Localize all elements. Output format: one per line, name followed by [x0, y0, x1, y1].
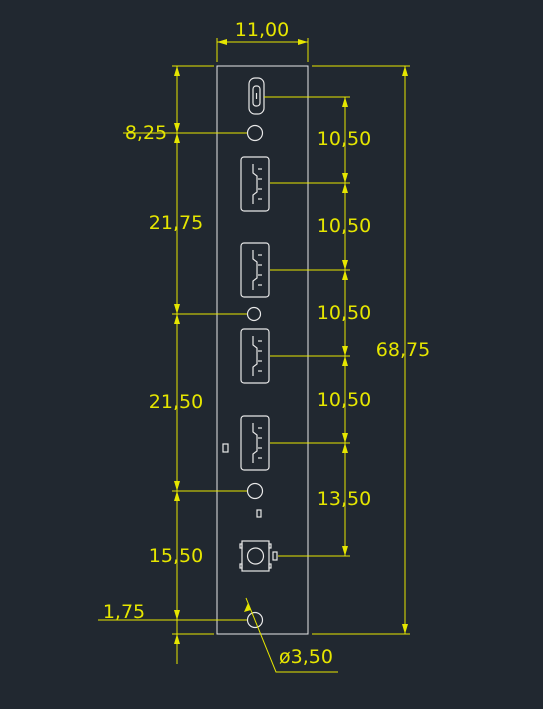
panel-width-label: 11,00: [235, 19, 289, 41]
panel-outline: [216, 65, 309, 635]
usb-a-port-icon: [240, 242, 270, 298]
usb-c-port-icon: [248, 77, 265, 115]
bottom-margin-label: 1,75: [103, 601, 145, 623]
components: [222, 77, 278, 629]
usb-a-port-icon: [240, 156, 270, 212]
mounting-hole-icon: [246, 306, 262, 322]
dimension-labels: 11,00 68,75 8,25 21,75 21,50 15,50 1,75 …: [103, 19, 430, 668]
bottom-spacing-label: 15,50: [149, 545, 203, 567]
usb-pitch-label-3: 10,50: [317, 302, 371, 324]
lower-spacing-label: 21,50: [149, 391, 203, 413]
total-height-label: 68,75: [376, 339, 430, 361]
usb-a-port-icon: [240, 328, 270, 384]
mounting-hole-icon: [246, 124, 264, 142]
upper-spacing-label: 21,75: [149, 212, 203, 234]
usb-pitch-label-1: 10,50: [317, 128, 371, 150]
button-offset-label: 13,50: [317, 488, 371, 510]
led-indicator-icon: [222, 443, 229, 453]
usb-a-port-icon: [240, 415, 270, 471]
arrow-heads: [174, 39, 408, 644]
usb-pitch-label-4: 10,50: [317, 389, 371, 411]
top-margin-label: 8,25: [125, 122, 167, 144]
mounting-hole-icon: [246, 482, 264, 500]
hole-diameter-label: ø3,50: [279, 646, 333, 668]
usb-pitch-label-2: 10,50: [317, 215, 371, 237]
led-indicator-icon: [256, 509, 262, 518]
mounting-hole-icon: [246, 611, 264, 629]
push-button-icon: [239, 540, 278, 572]
